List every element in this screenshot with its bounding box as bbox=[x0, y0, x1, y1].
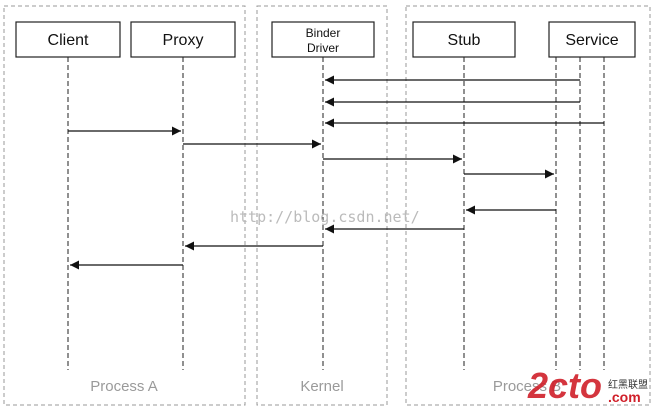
participant-label-service: Service bbox=[565, 32, 618, 49]
participant-binder-driver: Binder Driver bbox=[271, 21, 375, 58]
logo-text: 2cto bbox=[527, 365, 602, 406]
region-process-b: Process B bbox=[405, 5, 651, 406]
region-label-kernel: Kernel bbox=[300, 378, 343, 395]
participant-stub: Stub bbox=[412, 21, 516, 58]
region-label-process-b: Process B bbox=[493, 378, 561, 395]
participant-label-client: Client bbox=[48, 32, 89, 49]
participant-label-stub: Stub bbox=[448, 32, 481, 49]
watermark-text: http://blog.csdn.net/ bbox=[230, 208, 420, 226]
region-process-a: Process A bbox=[3, 5, 246, 406]
logo-2cto: 2cto 红黑联盟 .com bbox=[527, 365, 648, 406]
region-kernel: Kernel bbox=[256, 5, 388, 406]
participant-label-driver: Driver bbox=[307, 41, 339, 55]
participant-label-binder: Binder bbox=[306, 26, 341, 40]
logo-domain-text: .com bbox=[608, 389, 641, 405]
participant-client: Client bbox=[15, 21, 121, 58]
logo-cn-text: 红黑联盟 bbox=[608, 378, 648, 391]
region-label-process-a: Process A bbox=[90, 378, 158, 395]
participant-proxy: Proxy bbox=[130, 21, 236, 58]
participant-service: Service bbox=[548, 21, 636, 58]
participant-label-proxy: Proxy bbox=[163, 32, 204, 49]
